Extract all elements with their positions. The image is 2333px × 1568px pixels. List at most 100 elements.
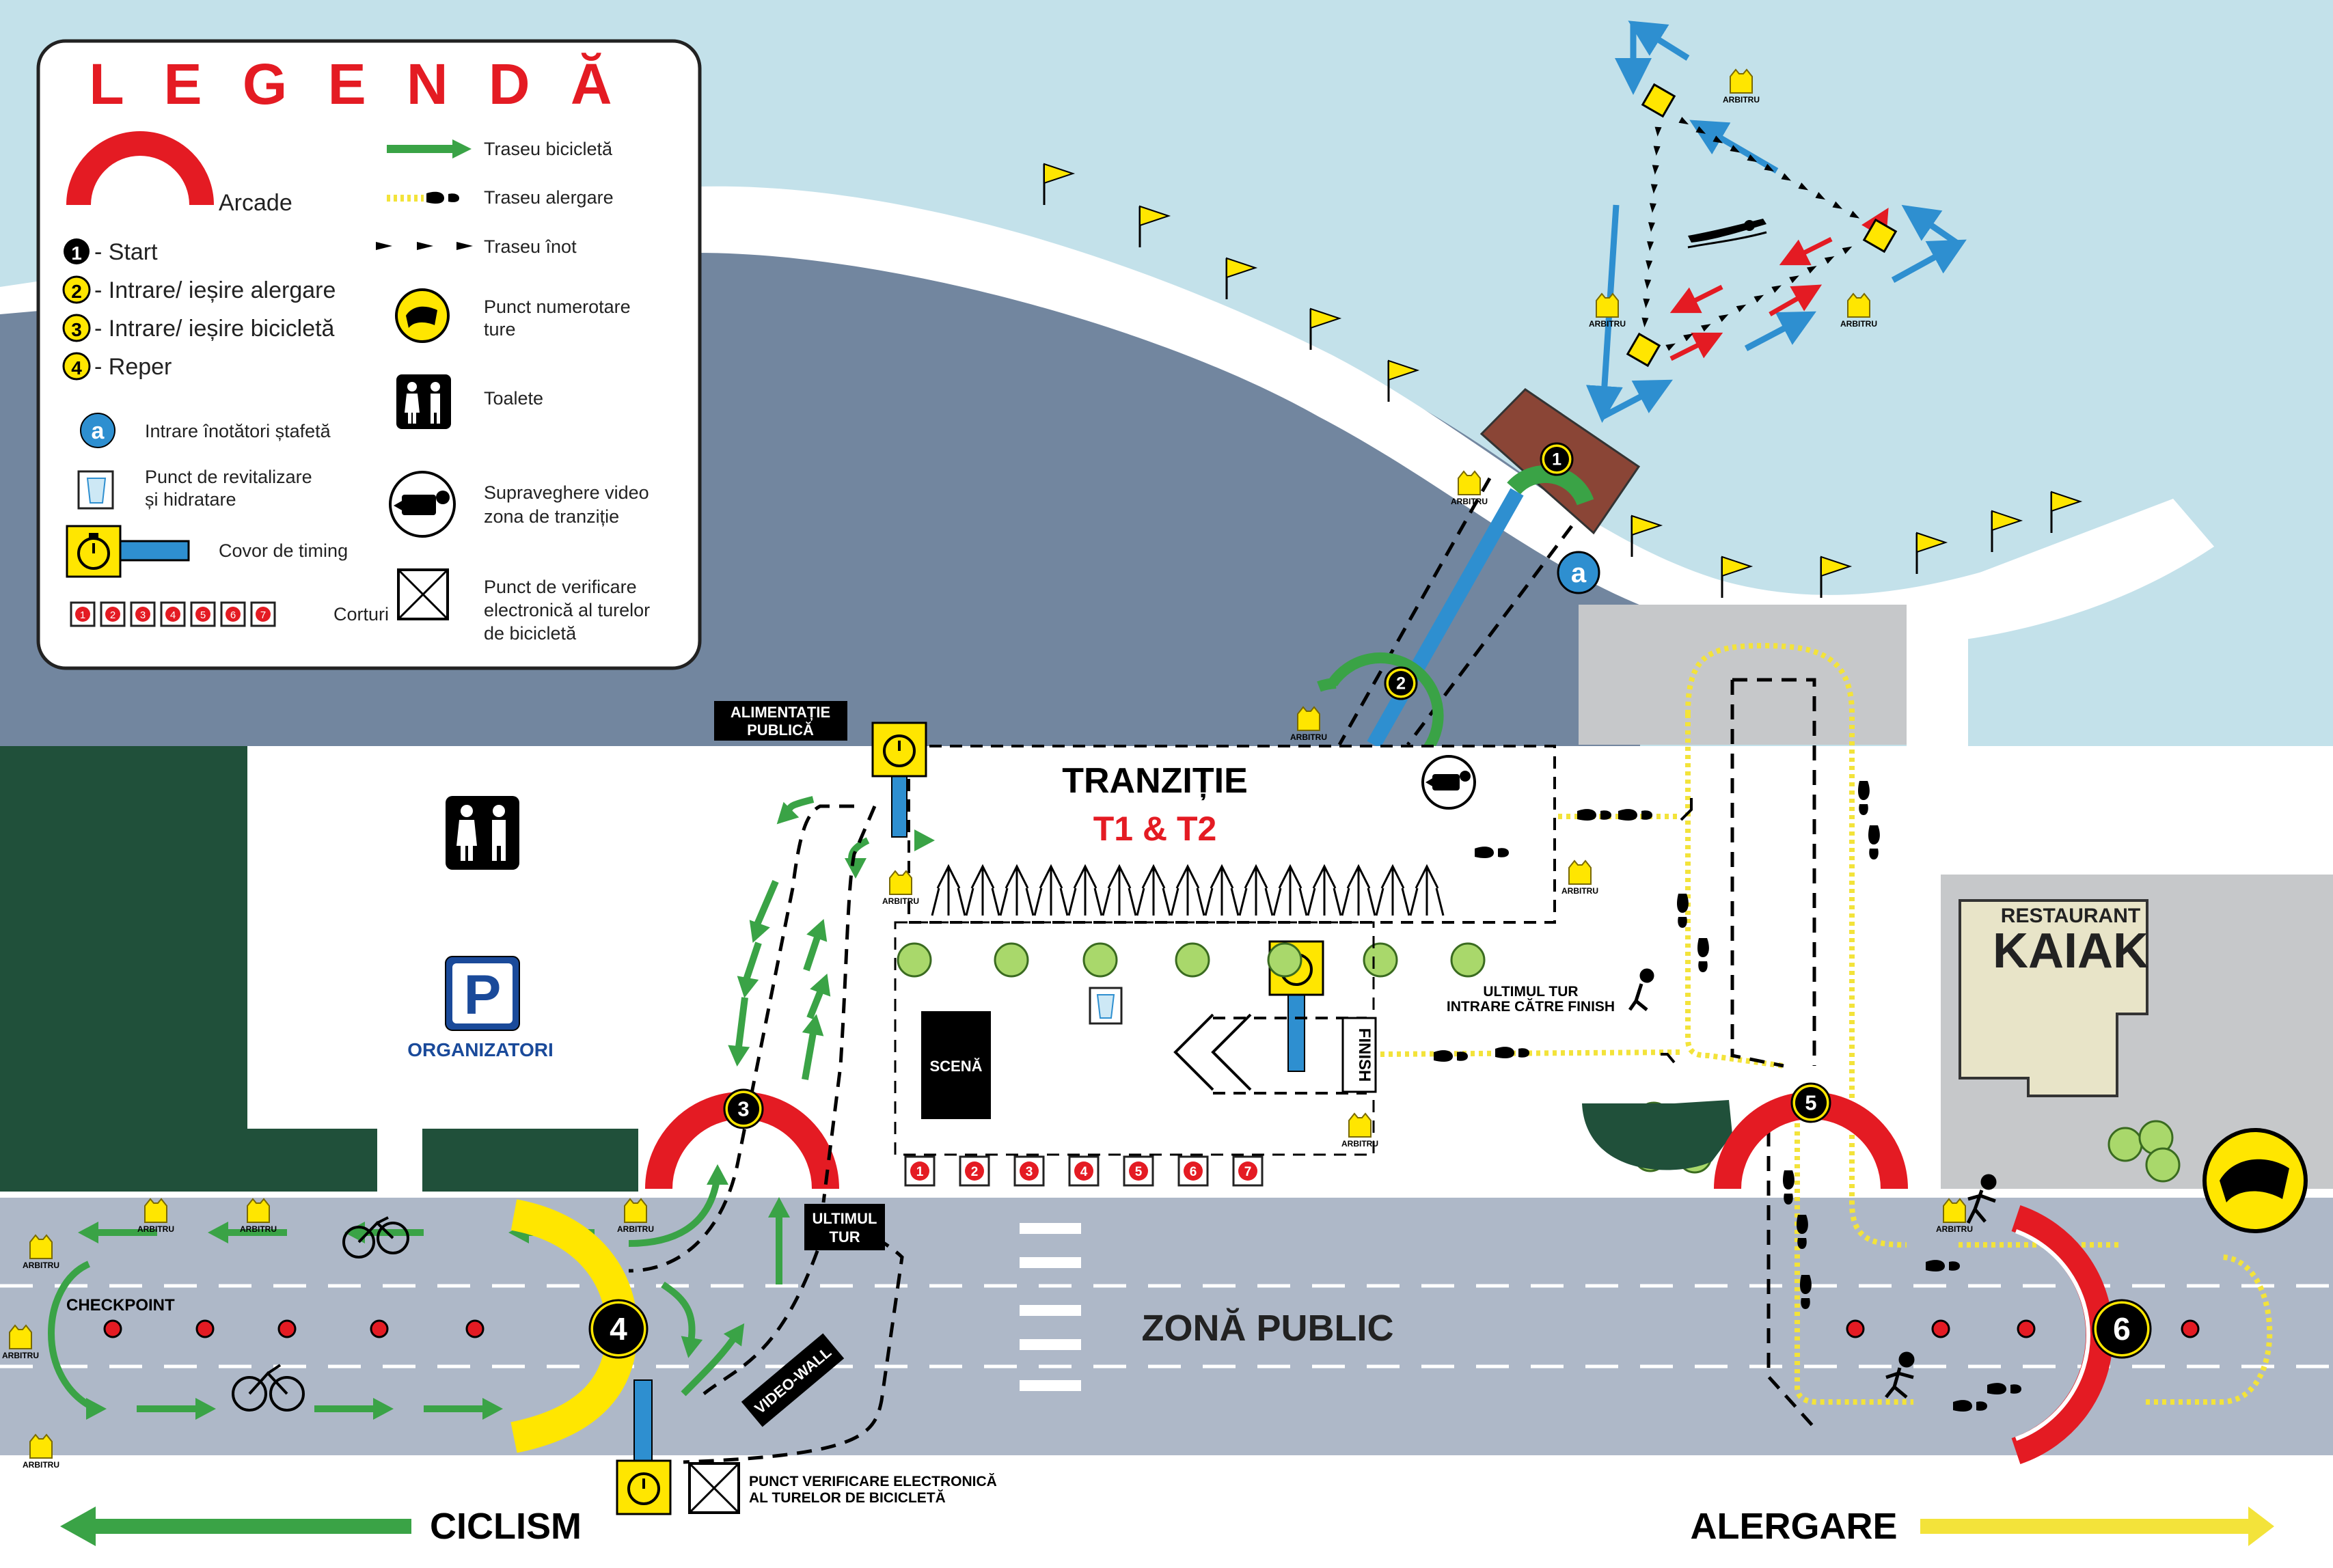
- footprint-icon: [1434, 1050, 1468, 1062]
- food-sign-line2: PUBLICĂ: [747, 721, 814, 739]
- swim-dash: [1718, 314, 1729, 322]
- relay-entry-marker: [1557, 551, 1600, 594]
- svg-text:Punct numerotare: Punct numerotare: [484, 297, 631, 317]
- stage-label: SCENĂ: [929, 1058, 982, 1075]
- referee-vest-icon: ARBITRU: [137, 1198, 174, 1234]
- last-lap-sign-line1: ULTIMUL: [813, 1210, 877, 1227]
- cone: [370, 1319, 389, 1338]
- transition-subtitle: T1 & T2: [1093, 810, 1217, 848]
- road-cones: [103, 1319, 2200, 1338]
- bike-rack: [1067, 864, 1103, 916]
- svg-text:de bicicletă: de bicicletă: [484, 623, 577, 644]
- bike-arrowhead: [681, 1336, 703, 1358]
- tent: 3: [1013, 1155, 1045, 1187]
- bike-arrowhead: [802, 1014, 824, 1036]
- bike-rack: [1102, 864, 1137, 916]
- legend-timing-mat: Covor de timing: [66, 525, 348, 578]
- finish-chute: FINISH: [1173, 1013, 1377, 1095]
- referee-label: ARBITRU: [617, 1224, 654, 1234]
- tent-icon: 7: [250, 601, 276, 627]
- marker-number: 5: [1805, 1091, 1816, 1115]
- course-flag-icon: [1138, 205, 1171, 247]
- legend-tents-label: Corturi: [333, 604, 389, 624]
- run-course-dashed-outline: [1730, 678, 1819, 1433]
- legend-marker-1: 1 - Start: [64, 238, 158, 265]
- referee-label: ARBITRU: [2, 1351, 39, 1360]
- footprint-icon: [1858, 781, 1870, 815]
- tent-number: 4: [170, 609, 176, 621]
- bike-rack: [1409, 864, 1445, 916]
- swim-dash: [1644, 279, 1652, 290]
- buoy: [1862, 218, 1898, 253]
- course-flag-icon: [1820, 555, 1853, 598]
- referee-label: ARBITRU: [882, 896, 919, 906]
- course-flag-icon: [1631, 514, 1663, 557]
- swim-dash: [1798, 182, 1809, 191]
- swim-dash: [1754, 294, 1764, 303]
- buoy: [1641, 83, 1676, 118]
- swim-dash: [1652, 165, 1659, 175]
- cone: [2017, 1319, 2036, 1338]
- bike-rack: [1341, 864, 1376, 916]
- tree-icon: [897, 942, 932, 978]
- swim-dash: [1647, 241, 1654, 251]
- tent-number: 4: [1080, 1165, 1088, 1179]
- swimmer-icon: [1687, 219, 1767, 249]
- course-flag-icon: [1225, 257, 1258, 299]
- legend-check-point: Punct de verificare electronică al turel…: [397, 568, 650, 644]
- swim-dash: [1650, 184, 1658, 194]
- tent-icon: 5: [190, 601, 216, 627]
- cone: [2181, 1319, 2200, 1338]
- run-direction-arrow: [1661, 798, 1693, 1064]
- svg-text:zona de tranziție: zona de tranziție: [484, 506, 619, 527]
- restaurant-name: KAIAK: [1993, 924, 2148, 978]
- referee-vest-icon: ARBITRU: [1561, 859, 1598, 896]
- arcade-legend-icon: [66, 131, 214, 206]
- svg-text:Covor de timing: Covor de timing: [219, 540, 348, 561]
- footprint-icon: [1783, 1170, 1795, 1205]
- tent-number: 1: [80, 609, 85, 621]
- swim-dash: [1649, 203, 1656, 213]
- cone: [1846, 1319, 1865, 1338]
- referee-label: ARBITRU: [1723, 95, 1760, 105]
- food-sign-line1: ALIMENTAȚIE: [731, 704, 830, 721]
- referee-label: ARBITRU: [137, 1224, 174, 1234]
- referee-vest-icon: ARBITRU: [1451, 470, 1488, 506]
- tent: 2: [959, 1155, 990, 1187]
- number-marker: 3: [723, 1088, 764, 1129]
- footprint-icon: [1926, 1260, 1960, 1271]
- swim-dash: [1832, 201, 1843, 209]
- course-flag-icon: [1043, 163, 1076, 205]
- bike-arrowhead: [723, 1323, 745, 1347]
- swim-dash: [1695, 126, 1706, 134]
- svg-text:- Reper: - Reper: [94, 354, 172, 380]
- marker-number: 6: [2113, 1311, 2131, 1347]
- pedestrian-crossing: [1020, 1223, 1081, 1391]
- running-label: ALERGARE: [1690, 1506, 1897, 1547]
- swim-dash: [1730, 145, 1741, 153]
- start-walkway: [1367, 488, 1524, 749]
- swim-dash: [1678, 116, 1689, 125]
- timing-mat: [871, 721, 927, 838]
- referee-vest-icon: ARBITRU: [1589, 292, 1626, 329]
- number-marker: 1: [1540, 442, 1574, 476]
- cyclist-icon: [232, 1216, 409, 1412]
- bike-arrowhead: [373, 1398, 394, 1420]
- bike-rack: [1238, 864, 1274, 916]
- svg-text:Punct de verificare: Punct de verificare: [484, 577, 637, 597]
- numbered-markers: 1 2 3 4 5 6: [588, 442, 2152, 1359]
- check-point-line1: PUNCT VERIFICARE ELECTRONICĂ: [749, 1474, 997, 1489]
- footprint-icon: [1987, 1383, 2021, 1394]
- referee-vest-icon: ARBITRU: [1936, 1198, 1973, 1234]
- legend-bike-route: Traseu bicicletă: [387, 139, 613, 159]
- tent-number: 2: [971, 1165, 979, 1179]
- bike-rack: [931, 864, 966, 916]
- swim-dash: [1747, 154, 1758, 163]
- footprint-icon: [1953, 1400, 1987, 1412]
- tent-number: 2: [110, 609, 115, 621]
- legend-swim-route: Traseu înot: [376, 236, 577, 257]
- bike-arrowhead: [810, 973, 831, 997]
- legend-hydration: Punct de revitalizare și hidratare: [77, 467, 312, 510]
- referee-vest-icon: ARBITRU: [2, 1324, 39, 1360]
- marker-number: 1: [1552, 450, 1561, 469]
